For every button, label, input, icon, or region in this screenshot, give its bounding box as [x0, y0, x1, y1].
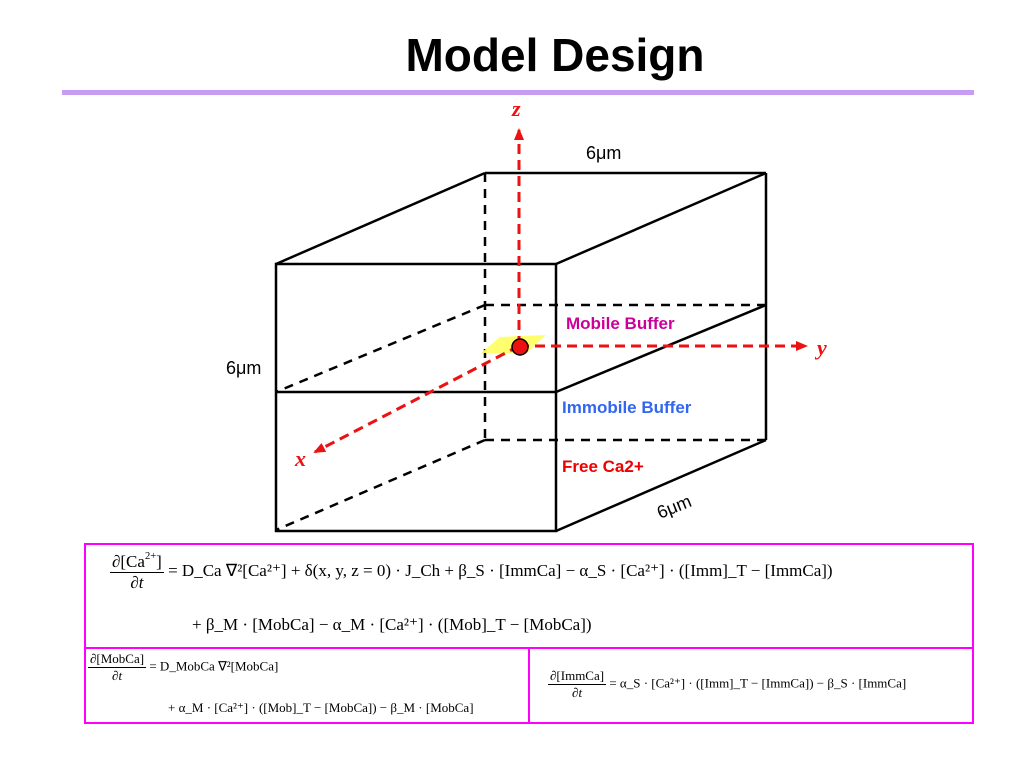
calcium-equation-box — [84, 543, 974, 649]
x-axis-arrow — [313, 344, 520, 454]
calcium-lhs-denominator: ∂t — [130, 573, 144, 592]
calcium-line1-rhs: = D_Ca ∇²[Ca²⁺] + δ(x, y, z = 0) · J_Ch … — [168, 560, 833, 580]
mobile-equation-line1: ∂[MobCa] ∂t = D_MobCa ∇²[MobCa] — [88, 651, 278, 684]
box-front-face — [274, 262, 558, 533]
calcium-lhs-superscript: 2+ — [144, 551, 157, 562]
model-box-diagram: z y x 6μm 6μm 6μm Mobile Buffer Immobile… — [226, 96, 827, 533]
immobile-equation: ∂[ImmCa] ∂t = α_S · [Ca²⁺] · ([Imm]_T − … — [548, 668, 906, 701]
immobile-rhs: = α_S · [Ca²⁺] · ([Imm]_T − [ImmCa]) − β… — [609, 675, 907, 691]
edge-top-right — [555, 171, 767, 266]
mobile-buffer-label: Mobile Buffer — [566, 314, 675, 333]
edge-bottom-right — [555, 438, 767, 533]
calcium-equation-line1: ∂[Ca2+] ∂t = D_Ca ∇²[Ca²⁺] + δ(x, y, z =… — [110, 551, 833, 593]
immobile-buffer-label: Immobile Buffer — [562, 398, 692, 417]
x-axis-label: x — [294, 446, 306, 471]
hidden-edge-layer-diagonal — [275, 303, 486, 394]
mobile-lhs-fraction: ∂[MobCa] ∂t — [88, 651, 147, 684]
y-axis-label: y — [814, 335, 827, 360]
immobile-lhs-denominator: ∂t — [572, 685, 583, 700]
mobile-lhs-denominator: ∂t — [112, 668, 123, 683]
calcium-channel-dot — [511, 338, 529, 356]
dimension-top-label: 6μm — [586, 143, 621, 163]
z-axis-label: z — [511, 96, 521, 121]
mobile-buffer-equation-box — [84, 647, 530, 724]
mobile-equation-line2: + α_M · [Ca²⁺] · ([Mob]_T − [MobCa]) − β… — [168, 700, 474, 715]
immobile-lhs-numerator: ∂[ImmCa] — [548, 668, 607, 685]
dimension-bottom-label: 6μm — [654, 491, 694, 523]
calcium-lhs-fraction: ∂[Ca2+] ∂t — [110, 551, 164, 592]
calcium-lhs-numerator: ∂[Ca — [112, 552, 145, 571]
slide-title: Model Design — [405, 29, 705, 81]
title-underline — [62, 90, 974, 95]
hidden-edge-bottom-diagonal — [275, 438, 486, 532]
immobile-lhs-fraction: ∂[ImmCa] ∂t — [548, 668, 607, 701]
free-calcium-label: Free Ca2+ — [562, 457, 644, 476]
mobile-lhs-numerator: ∂[MobCa] — [88, 651, 147, 668]
layer-line-side — [555, 303, 767, 394]
mobile-line1-rhs: = D_MobCa ∇²[MobCa] — [149, 658, 279, 674]
edge-top-left — [275, 171, 486, 266]
calcium-equation-line2: + β_M · [MobCa] − α_M · [Ca²⁺] · ([Mob]_… — [192, 615, 592, 634]
immobile-buffer-equation-box — [528, 647, 974, 724]
dimension-left-label: 6μm — [226, 358, 261, 378]
